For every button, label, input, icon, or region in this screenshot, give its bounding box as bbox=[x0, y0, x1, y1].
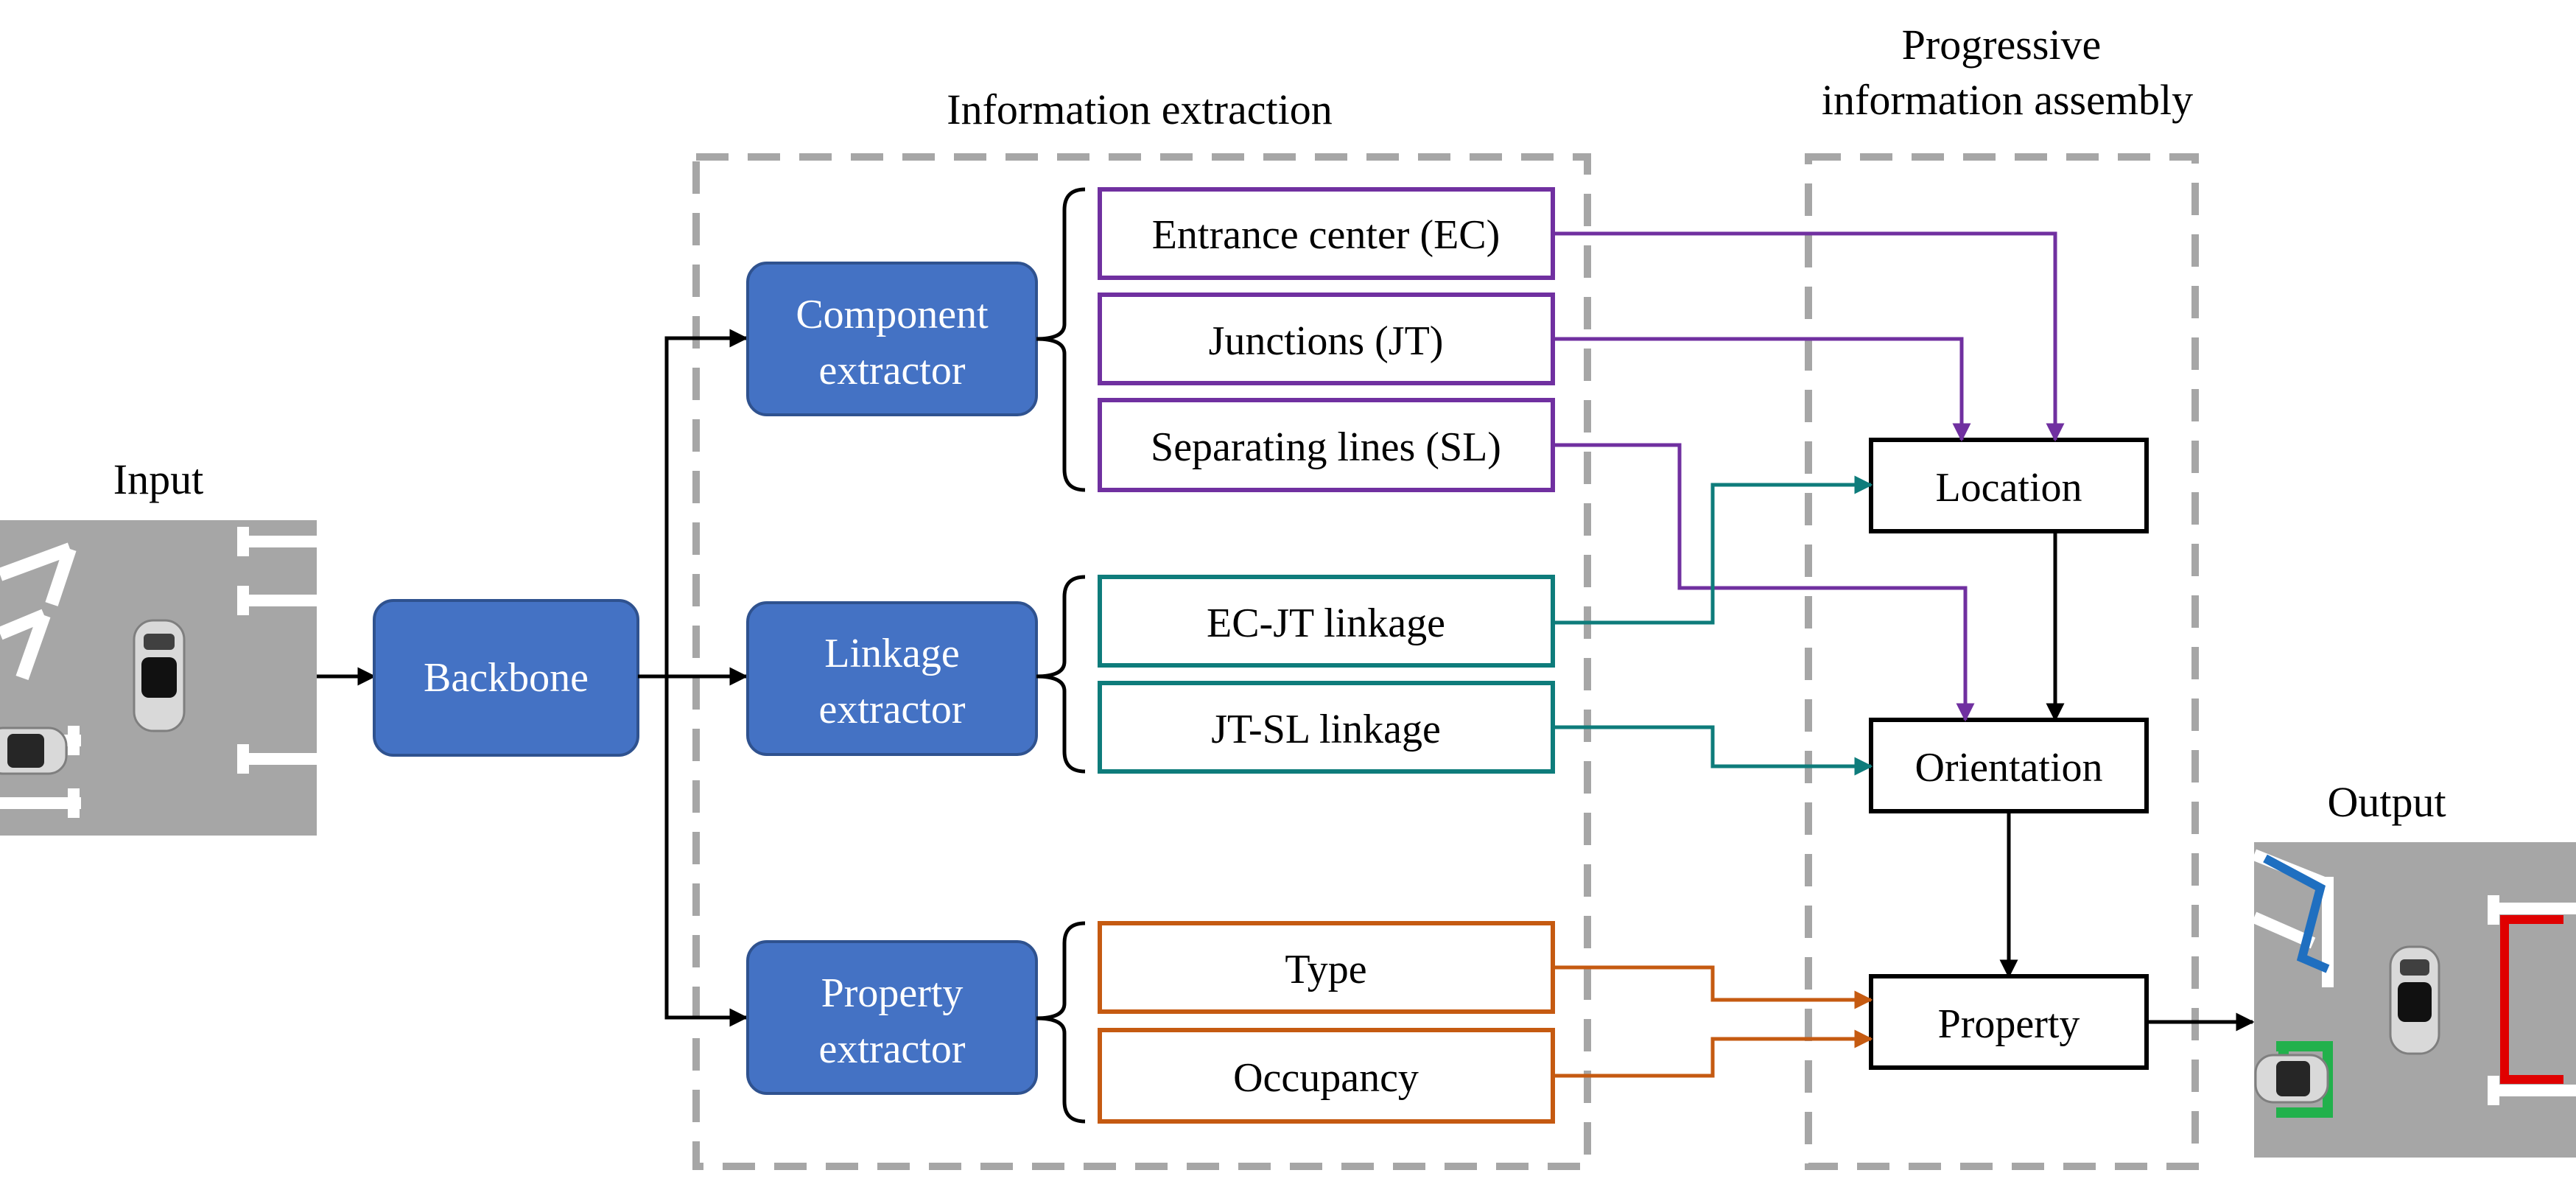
linkage-extractor-line1: Linkage bbox=[824, 631, 959, 676]
property-extractor-line2: extractor bbox=[819, 1026, 966, 1072]
backbone-label: Backbone bbox=[424, 655, 589, 701]
assembly-orientation-label: Orientation bbox=[1915, 745, 2102, 791]
component-extractor-line1: Component bbox=[796, 292, 989, 337]
output-sl-label: Separating lines (SL) bbox=[1151, 424, 1501, 470]
input-label: Input bbox=[113, 455, 203, 503]
component-extractor-line2: extractor bbox=[819, 348, 966, 393]
input-image bbox=[0, 520, 317, 836]
brace-property bbox=[1036, 921, 1086, 1124]
teal-connectors bbox=[1553, 475, 1873, 776]
car-icon bbox=[2389, 945, 2440, 1055]
backbone-fanout bbox=[638, 329, 748, 1027]
output-jt: Junctions (JT) bbox=[1098, 293, 1555, 385]
output-ec: Entrance center (EC) bbox=[1098, 187, 1555, 280]
purple-connectors bbox=[1553, 231, 2065, 722]
car-icon bbox=[2254, 1054, 2329, 1104]
assembly-property-label: Property bbox=[1938, 1001, 2080, 1047]
output-label: Output bbox=[2327, 778, 2446, 826]
output-occupancy: Occupancy bbox=[1098, 1028, 1555, 1124]
output-type-label: Type bbox=[1285, 947, 1366, 992]
assembly-location-label: Location bbox=[1935, 465, 2082, 511]
property-extractor-line1: Property bbox=[821, 970, 964, 1016]
output-image bbox=[2251, 842, 2576, 1158]
assembly-orientation: Orientation bbox=[1869, 718, 2149, 813]
output-sl: Separating lines (SL) bbox=[1098, 398, 1555, 492]
linkage-extractor: Linkage extractor bbox=[746, 601, 1038, 756]
output-jtsl-label: JT-SL linkage bbox=[1211, 707, 1441, 752]
extraction-title: Information extraction bbox=[947, 85, 1332, 133]
braces bbox=[1036, 187, 1086, 1124]
brace-linkage bbox=[1036, 575, 1086, 774]
linkage-extractor-line2: extractor bbox=[819, 687, 966, 732]
assembly-flow bbox=[1999, 531, 2255, 1032]
car-icon bbox=[0, 726, 68, 775]
output-type: Type bbox=[1098, 921, 1555, 1014]
output-ecjt: EC-JT linkage bbox=[1098, 575, 1555, 668]
component-extractor: Component extractor bbox=[746, 262, 1038, 416]
output-jt-label: Junctions (JT) bbox=[1209, 318, 1444, 364]
property-extractor: Property extractor bbox=[746, 940, 1038, 1095]
output-ecjt-label: EC-JT linkage bbox=[1207, 600, 1445, 646]
output-occupancy-label: Occupancy bbox=[1233, 1055, 1419, 1101]
output-ec-label: Entrance center (EC) bbox=[1152, 212, 1501, 258]
orange-connectors bbox=[1553, 965, 1873, 1078]
assembly-title-line2: information assembly bbox=[1822, 76, 2193, 124]
assembly-title-line1: Progressive bbox=[1902, 21, 2102, 69]
extraction-group-box bbox=[692, 153, 1591, 1170]
assembly-group-box bbox=[1805, 153, 2199, 1170]
assembly-location: Location bbox=[1869, 438, 2149, 533]
brace-component bbox=[1036, 187, 1086, 492]
output-jtsl: JT-SL linkage bbox=[1098, 681, 1555, 774]
car-icon bbox=[133, 619, 186, 732]
assembly-property: Property bbox=[1869, 974, 2149, 1070]
